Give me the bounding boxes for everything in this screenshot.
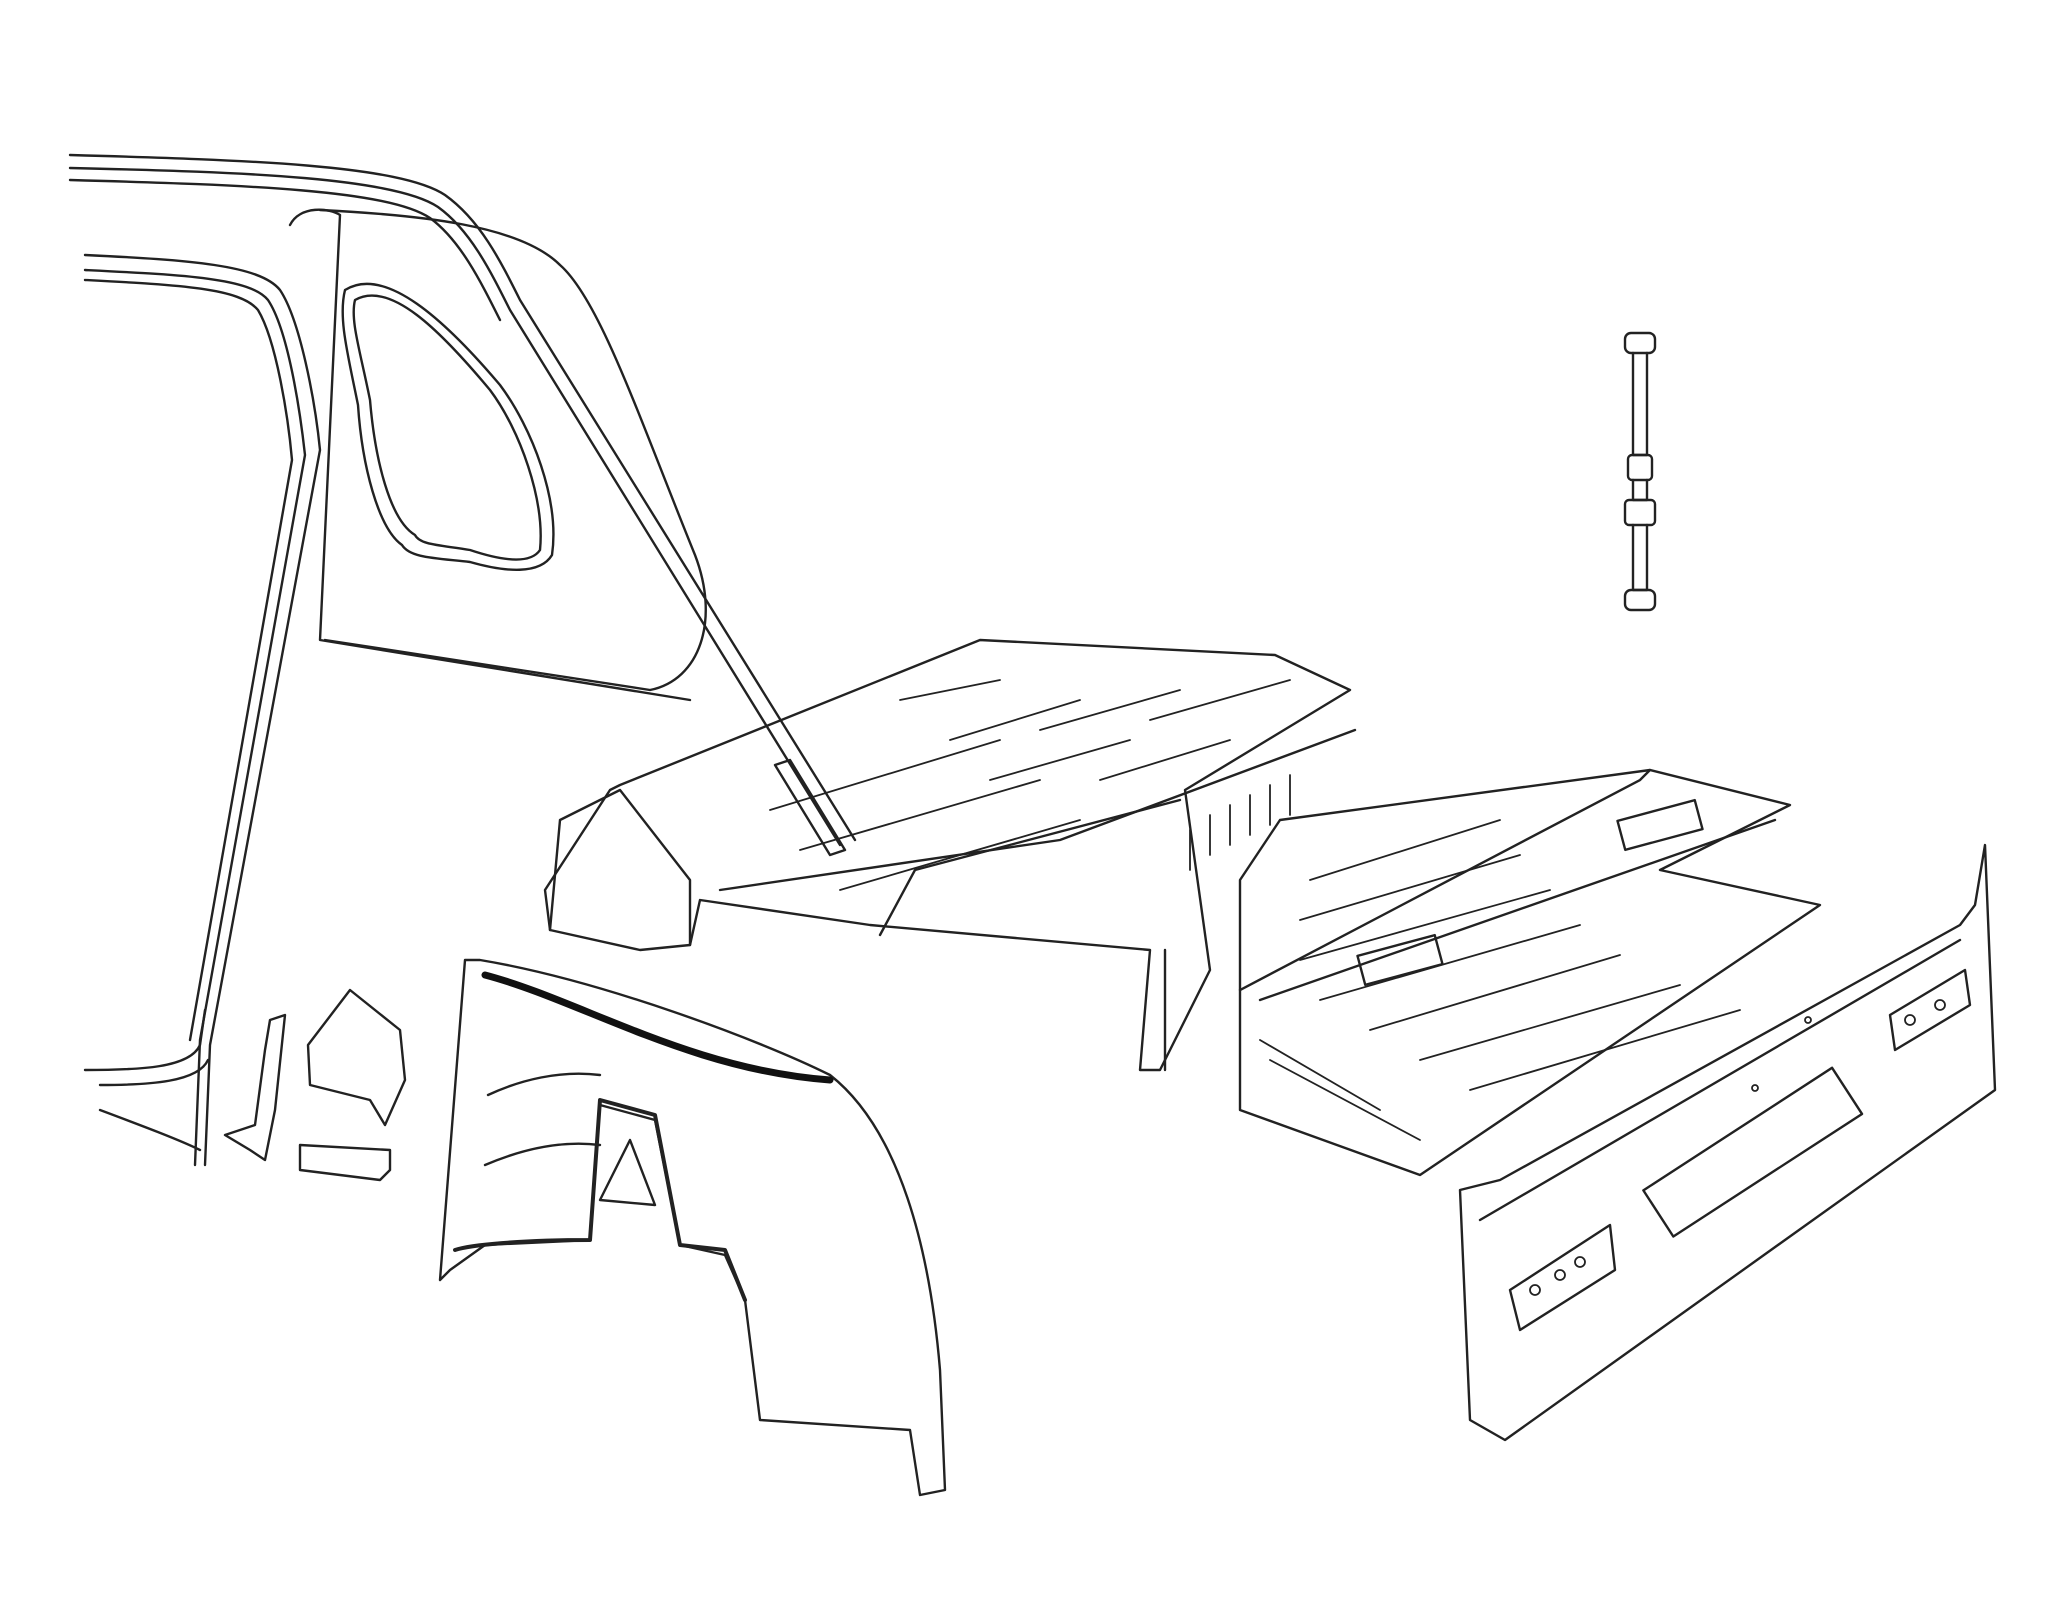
quarter-panel-frame[interactable] (83, 208, 707, 1167)
inner-wheelhouse[interactable] (438, 958, 947, 1497)
trunk-floor[interactable] (1238, 768, 1822, 1177)
rear-valance-panel[interactable] (1458, 843, 1997, 1442)
c-pillar-rail[interactable] (68, 153, 857, 857)
strut-rod[interactable] (1623, 331, 1657, 612)
bracket-small-parts[interactable] (223, 988, 407, 1182)
rear-floor-pan[interactable] (543, 638, 1357, 1072)
